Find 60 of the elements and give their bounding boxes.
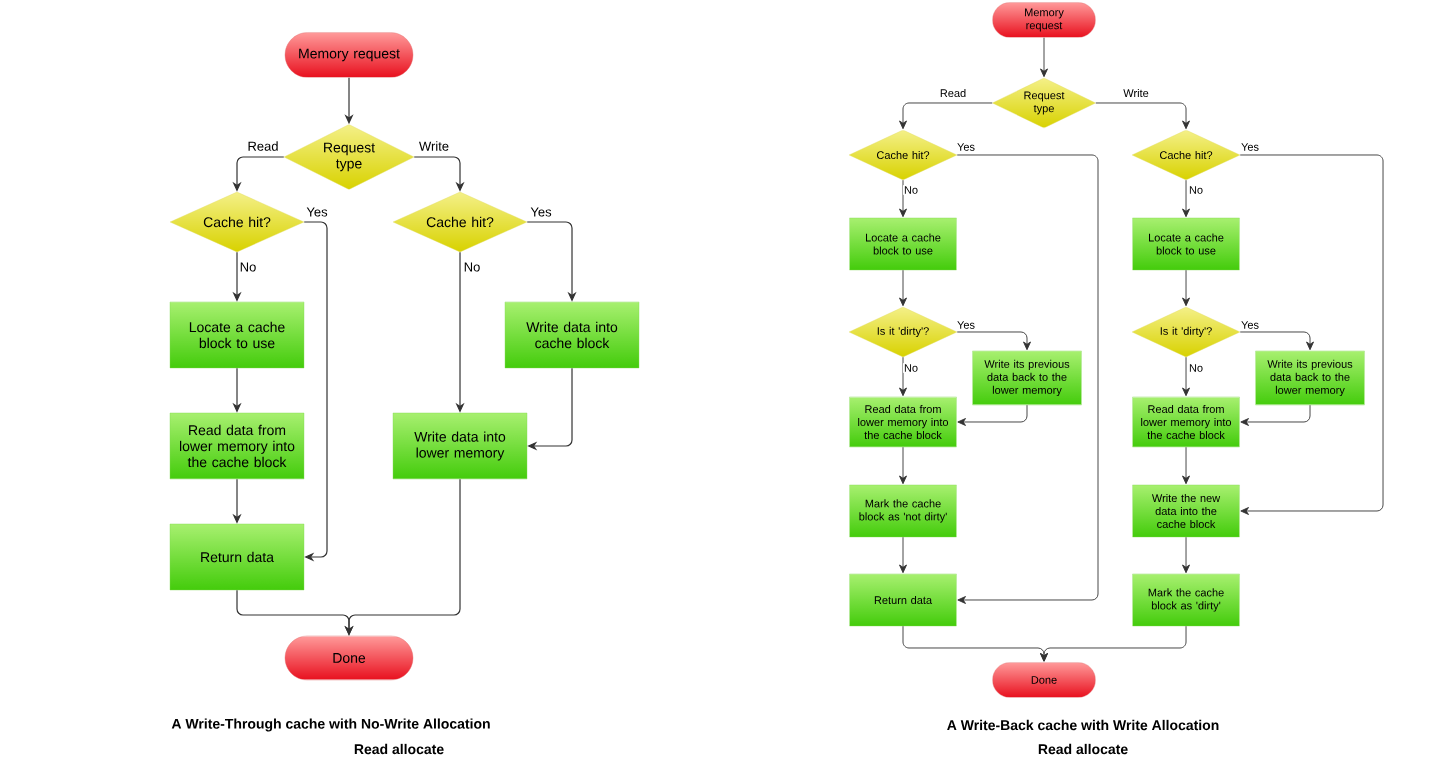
arrow [956,331,1031,351]
process-box: Mark the cache block as 'dirty' [1132,573,1240,627]
arrow [899,536,907,574]
edge-label: No [1188,185,1205,195]
edge-label: No [462,261,482,273]
caption: A Write-Through cache with No-Write Allocation [171,718,490,732]
terminal-oval: Done [284,635,414,681]
process-box: Locate a cache block to use [849,217,957,271]
terminal-oval: Done [992,662,1096,698]
arrow [899,356,907,397]
process-box: Read data from lower memory into the cache block [169,412,305,480]
arrow [1182,356,1190,397]
arrow [1095,102,1190,130]
arrow [956,154,1099,604]
caption: Read allocate [354,743,444,755]
edge-label: No [238,261,258,273]
edge-label: Write [1122,87,1150,99]
edge-label: Yes [529,206,553,218]
edge-label: No [903,363,920,373]
process-box: Write the new data into the cache block [1132,484,1240,538]
arrow [1040,37,1048,78]
edge-label: No [903,185,920,195]
arrow [1239,154,1384,515]
arrow [1240,404,1311,426]
arrow [899,179,907,218]
edge-label: Read [938,87,968,99]
process-box: Write its previous data back to the lower memory [972,350,1082,406]
process-box: Read data from lower memory into the cache block [1132,396,1240,448]
process-box: Write data into cache block [504,301,640,369]
process-box: Write its previous data back to the lower memory [1255,350,1365,406]
arrow [899,269,907,307]
caption: A Write-Back cache with Write Allocation [947,719,1219,731]
arrow [1182,446,1190,485]
process-box: Return data [849,573,957,627]
edge-label: Yes [1240,320,1260,330]
terminal-oval: Memory request [992,2,1096,38]
arrow [303,221,328,562]
process-box: Mark the cache block as 'not dirty' [849,484,957,538]
arrow [1182,179,1190,218]
edge-label: Read [246,140,280,152]
edge-label: Yes [956,320,976,330]
arrow [1239,331,1314,351]
arrow [957,404,1028,426]
caption: Read allocate [1038,743,1128,755]
edge-label: Yes [956,142,976,152]
process-box: Return data [169,523,305,591]
process-box: Write data into lower memory [392,412,528,480]
process-box: Read data from lower memory into the cache block [849,396,957,448]
arrow [899,102,993,130]
edge-label: Write [417,140,451,152]
edge-label: Yes [305,206,329,218]
edge-label: No [1188,363,1205,373]
arrow [1182,536,1190,574]
arrow [1040,625,1187,662]
terminal-oval: Memory request [284,32,414,78]
edge-label: Yes [1240,142,1260,152]
arrow [899,446,907,485]
arrow [1182,269,1190,307]
process-box: Locate a cache block to use [1132,217,1240,271]
process-box: Locate a cache block to use [169,301,305,369]
